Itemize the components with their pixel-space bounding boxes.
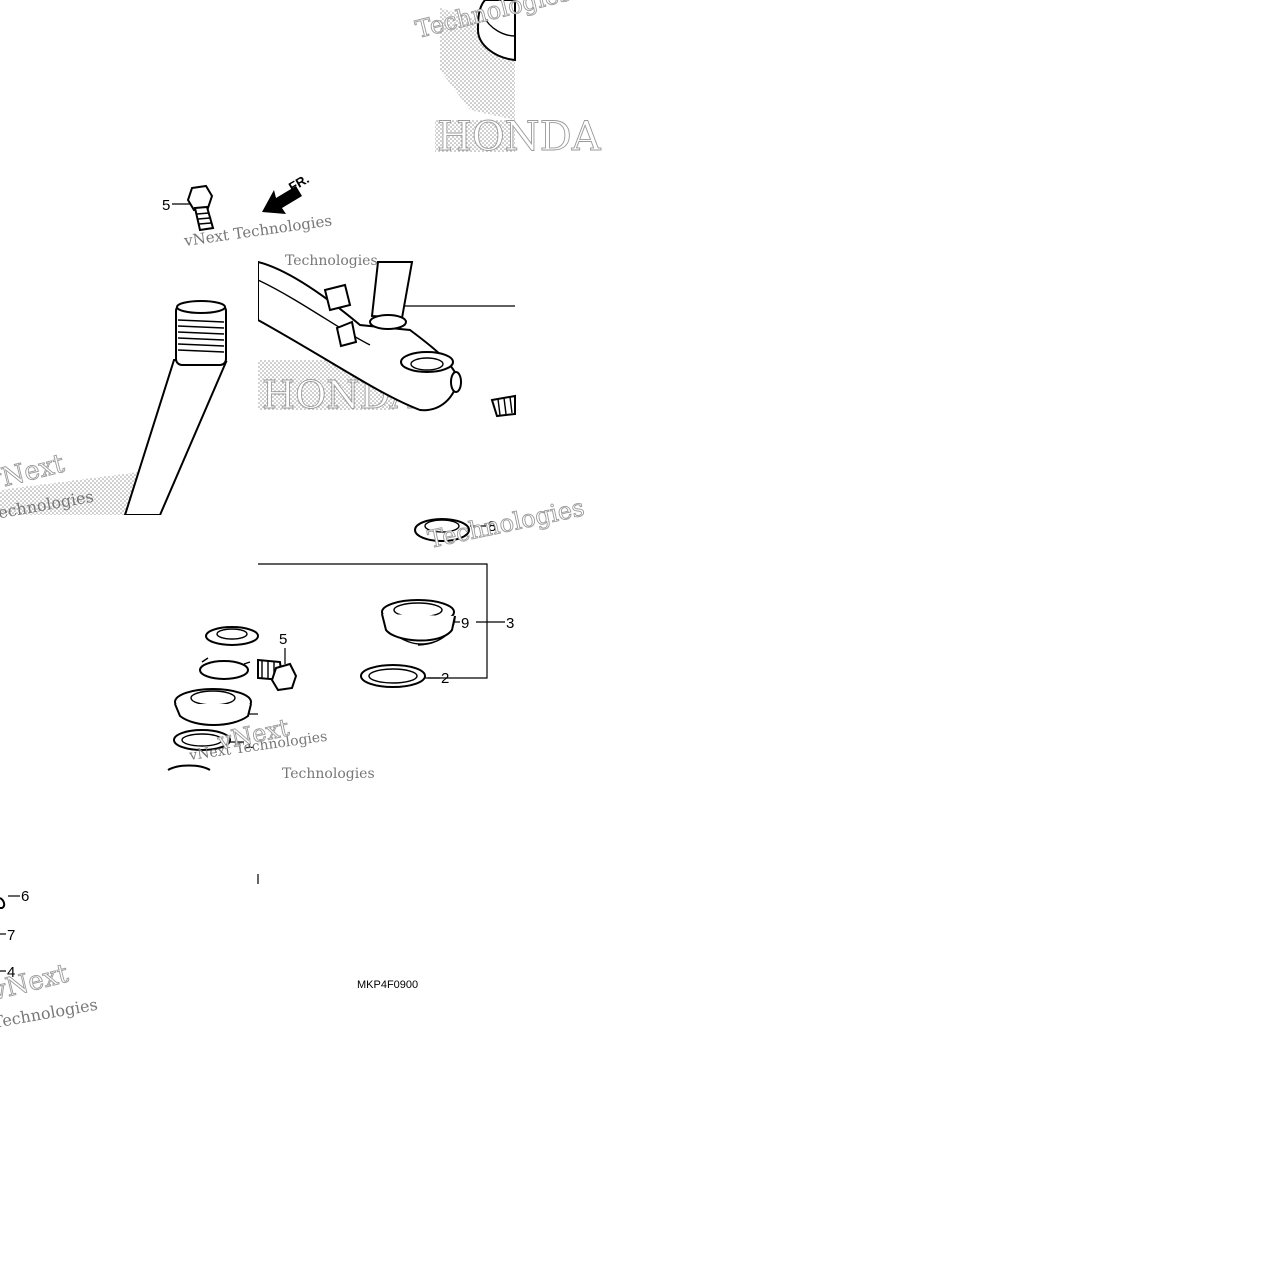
callout-8: 8 xyxy=(488,518,496,535)
callout-5-top: 5 xyxy=(162,197,170,214)
dust-seal-8 xyxy=(414,518,470,542)
lock-nut xyxy=(205,626,259,646)
watermark-technologies-lower: Technologies xyxy=(282,766,375,782)
callout-9: 9 xyxy=(461,615,469,632)
honda-brand-text: HONDA xyxy=(437,114,602,160)
top-bridge-assembly: HONDA xyxy=(258,260,516,417)
callout-3: 3 xyxy=(506,615,514,632)
seal-lower xyxy=(173,729,231,751)
steering-stem-shaft xyxy=(0,300,228,515)
front-direction-arrow-icon xyxy=(262,186,302,214)
callout-5-mid: 5 xyxy=(279,631,287,648)
drawing-code: MKP4F0900 xyxy=(357,979,418,991)
bearing-9 xyxy=(381,599,456,646)
watermark-technologies-mid: Technologies xyxy=(425,493,586,553)
callout-4: 4 xyxy=(7,964,15,981)
bolt-5-top xyxy=(186,184,215,232)
bolt-5-mid xyxy=(257,658,298,692)
watermark-technologies-center: Technologies xyxy=(285,253,378,269)
lock-washer xyxy=(199,657,251,680)
callout-6: 6 xyxy=(21,888,29,905)
bearing-cap-top xyxy=(476,0,516,62)
callout-1: 1 xyxy=(245,735,253,752)
callout-7: 7 xyxy=(7,927,15,944)
bracket-line xyxy=(258,563,505,679)
bearing-lower xyxy=(174,688,252,726)
callout-2: 2 xyxy=(441,670,449,687)
race-2 xyxy=(360,664,426,688)
